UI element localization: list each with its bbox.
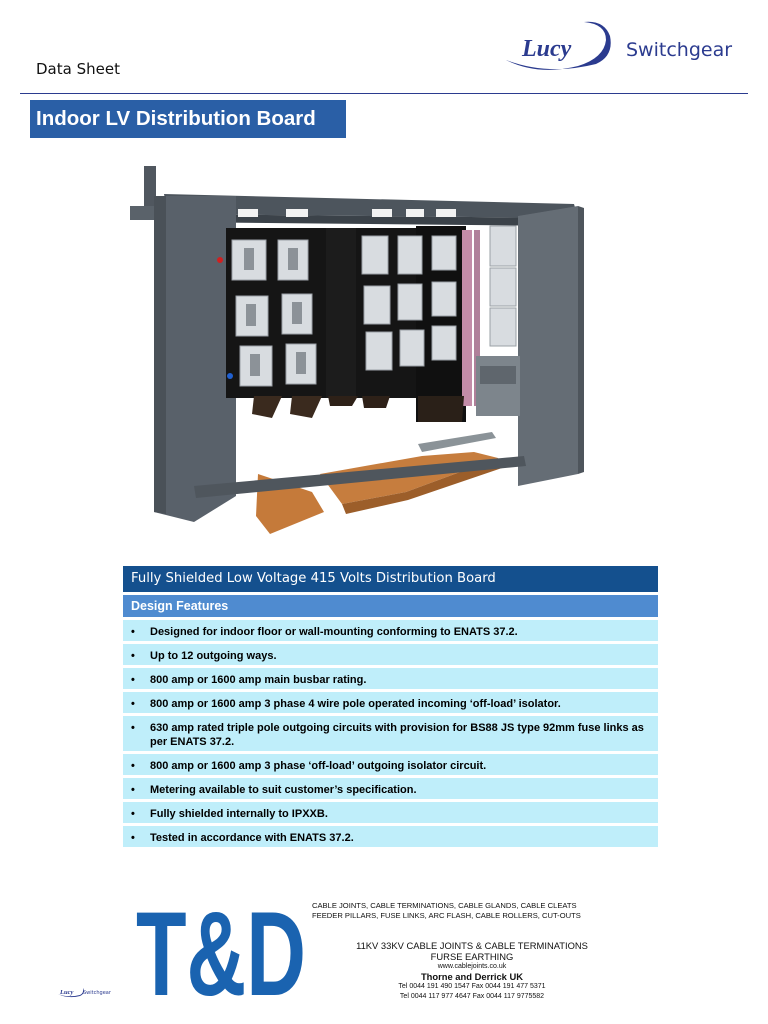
product-list-line-1: CABLE JOINTS, CABLE TERMINATIONS, CABLE …: [312, 901, 577, 910]
feature-row: • Metering available to suit customer’s …: [123, 778, 658, 799]
feature-text: 630 amp rated triple pole outgoing circu…: [150, 722, 644, 748]
feature-row: • Designed for indoor floor or wall-moun…: [123, 620, 658, 641]
contact-line-2: Tel 0044 117 977 4647 Fax 0044 117 97755…: [399, 993, 545, 1000]
feature-row: • Tested in accordance with ENATS 37.2.: [123, 826, 658, 847]
table-subtitle: Design Features: [123, 595, 658, 617]
feature-row: • 800 amp or 1600 amp main busbar rating…: [123, 668, 658, 689]
logo-switchgear-text: Switchgear: [626, 39, 732, 61]
feature-row: • Up to 12 outgoing ways.: [123, 644, 658, 665]
feature-text: 800 amp or 1600 amp 3 phase ‘off-load’ o…: [150, 760, 487, 772]
lucy-switchgear-logo: Lucy Switchgear: [506, 21, 732, 70]
website-link[interactable]: www.cablejoints.co.uk: [437, 963, 507, 970]
page-title: Indoor LV Distribution Board: [30, 100, 346, 138]
small-logo-lucy-text: Lucy: [59, 989, 73, 996]
lucy-switchgear-small-logo: Lucy Switchgear: [58, 988, 112, 998]
feature-row: • Fully shielded internally to IPXXB.: [123, 802, 658, 823]
feature-text: Fully shielded internally to IPXXB.: [150, 808, 328, 820]
footer-tagline-1: 11KV 33KV CABLE JOINTS & CABLE TERMINATI…: [356, 940, 588, 951]
footer-tagline-2: FURSE EARTHING: [430, 951, 514, 962]
bullet-marker: •: [131, 650, 135, 662]
company-name: Thorne and Derrick UK: [420, 971, 524, 982]
bullet-marker: •: [131, 674, 135, 686]
logo-lucy-text: Lucy: [521, 36, 572, 62]
header-divider: [20, 93, 748, 94]
bullet-marker: •: [131, 722, 135, 734]
feature-row: • 800 amp or 1600 amp 3 phase 4 wire pol…: [123, 692, 658, 713]
td-logo: T&D: [136, 901, 306, 1001]
document-type-label: Data Sheet: [36, 60, 120, 78]
bullet-marker: •: [131, 698, 135, 710]
product-list-line-2: FEEDER PILLARS, FUSE LINKS, ARC FLASH, C…: [312, 911, 581, 920]
bullet-marker: •: [131, 808, 135, 820]
feature-text: Up to 12 outgoing ways.: [150, 650, 277, 662]
feature-row: • 800 amp or 1600 amp 3 phase ‘off-load’…: [123, 754, 658, 775]
contact-line-1: Tel 0044 191 490 1547 Fax 0044 191 477 5…: [398, 983, 546, 990]
feature-text: 800 amp or 1600 amp 3 phase 4 wire pole …: [150, 698, 561, 710]
feature-text: Metering available to suit customer’s sp…: [150, 784, 417, 796]
td-logo-text: T&D: [136, 901, 306, 1001]
table-title: Fully Shielded Low Voltage 415 Volts Dis…: [123, 566, 658, 592]
feature-row: • 630 amp rated triple pole outgoing cir…: [123, 716, 658, 751]
product-photo: [106, 156, 604, 542]
bullet-marker: •: [131, 760, 135, 772]
feature-text: Designed for indoor floor or wall-mounti…: [150, 626, 518, 638]
small-logo-switchgear-text: Switchgear: [83, 990, 112, 996]
feature-text: 800 amp or 1600 amp main busbar rating.: [150, 674, 367, 686]
bullet-marker: •: [131, 784, 135, 796]
feature-text: Tested in accordance with ENATS 37.2.: [150, 832, 354, 844]
design-features-table: Fully Shielded Low Voltage 415 Volts Dis…: [123, 566, 658, 847]
bullet-marker: •: [131, 832, 135, 844]
bullet-marker: •: [131, 626, 135, 638]
